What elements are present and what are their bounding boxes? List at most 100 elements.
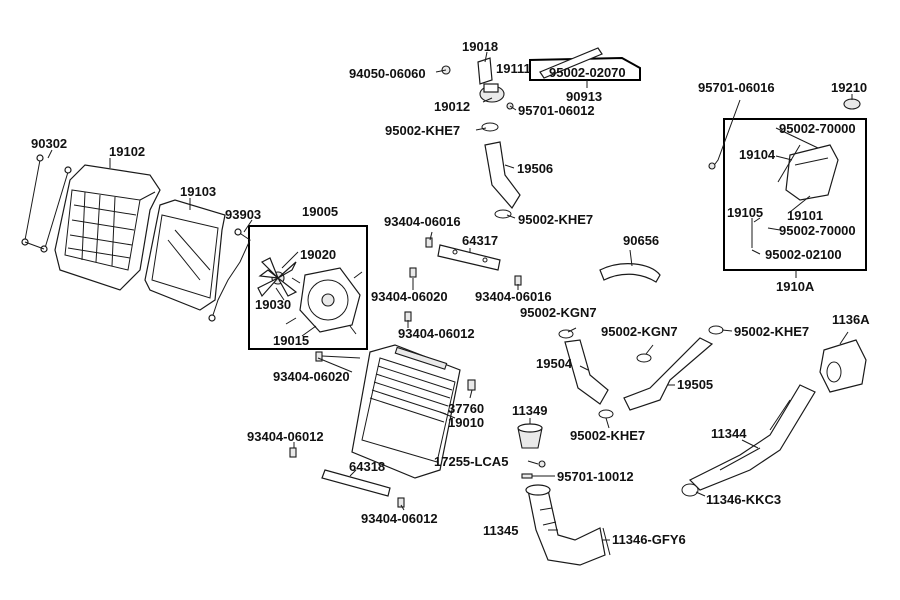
- label-11345: 11345: [483, 523, 519, 538]
- label-19020: 19020: [300, 247, 337, 262]
- label-95002-khe7-mid: 95002-KHE7: [518, 212, 594, 227]
- cap-11349: [517, 423, 543, 449]
- label-19012: 19012: [434, 99, 471, 114]
- label-19010: 19010: [448, 415, 485, 430]
- clip-95701-06016: [708, 99, 741, 170]
- label-19210: 19210: [831, 80, 868, 95]
- label-19504: 19504: [536, 356, 573, 371]
- clip-90302: [21, 154, 72, 253]
- bolt-93404-06020-a: [409, 267, 417, 278]
- label-93404-06020-a: 93404-06020: [371, 289, 448, 304]
- label-19104: 19104: [739, 147, 776, 162]
- intake-tube-11345: [525, 484, 606, 566]
- bolt-93404-06012-a: [404, 311, 412, 322]
- strap-90656: [599, 263, 661, 283]
- label-95002-khe7-top: 95002-KHE7: [385, 123, 461, 138]
- clamp-95002-khe7-low: [598, 409, 614, 419]
- bolt-93404-06016-b: [514, 275, 522, 286]
- clamp-95002-khe7-top: [481, 122, 499, 132]
- clip-17255-lca5: [538, 460, 546, 468]
- label-93404-06020-b: 93404-06020: [273, 369, 350, 384]
- label-19015: 19015: [273, 333, 310, 348]
- label-19102: 19102: [109, 144, 146, 159]
- thermo-switch-37760: [467, 379, 476, 391]
- bolt-93404-06016-a: [425, 237, 433, 248]
- clamp-11346-gfy6: [602, 527, 611, 556]
- label-19005: 19005: [302, 204, 339, 219]
- label-19103: 19103: [180, 184, 217, 199]
- label-95002-kgn7-b: 95002-KGN7: [601, 324, 678, 339]
- radiator-19010: [351, 344, 461, 479]
- bolt-93404-06012-b: [289, 447, 297, 458]
- radiator-grille-19102: [54, 164, 161, 291]
- label-93404-06012-c: 93404-06012: [361, 511, 438, 526]
- clip-95701-10012: [521, 473, 533, 479]
- bracket-64318: [321, 469, 391, 497]
- label-94050-06060: 94050-06060: [349, 66, 426, 81]
- label-90656: 90656: [623, 233, 660, 248]
- leader-lines: [47, 51, 853, 541]
- hose-19505: [623, 337, 714, 411]
- label-19101: 19101: [787, 208, 824, 223]
- cap-19210: [843, 98, 861, 110]
- label-95002-02100: 95002-02100: [765, 247, 842, 262]
- label-95002-70000-b: 95002-70000: [779, 223, 856, 238]
- label-95002-khe7-low: 95002-KHE7: [570, 428, 646, 443]
- label-11344: 11344: [711, 426, 747, 441]
- hose-19104: [777, 144, 801, 183]
- label-93404-06012-a: 93404-06012: [398, 326, 475, 341]
- group-box-90913: [529, 56, 641, 81]
- label-11349: 11349: [512, 403, 548, 418]
- group-box-1910A: [723, 118, 867, 271]
- label-1136A: 1136A: [832, 312, 870, 327]
- label-95701-06016: 95701-06016: [698, 80, 775, 95]
- reservoir-19101: [785, 144, 839, 201]
- bolt-93404-06020-b: [315, 351, 361, 362]
- group-box-19005: [248, 225, 368, 350]
- hose-19504: [564, 339, 609, 405]
- label-95002-02070: 95002-02070: [549, 65, 626, 80]
- clamp-95002-kgn7-a: [558, 329, 574, 339]
- label-11346-gfy6: 11346-GFY6: [612, 532, 686, 547]
- label-93404-06016-a: 93404-06016: [384, 214, 461, 229]
- label-17255-lca5: 17255-LCA5: [434, 454, 509, 469]
- fan-19020: [257, 257, 298, 298]
- hose-19506: [484, 141, 521, 210]
- bracket-64317: [437, 244, 501, 271]
- label-64317: 64317: [462, 233, 499, 248]
- label-95701-10012: 95701-10012: [557, 469, 634, 484]
- hose-95002-02070: [539, 47, 603, 79]
- clamp-11346-kkc3: [681, 483, 699, 497]
- label-1910A: 1910A: [776, 279, 815, 294]
- label-64318: 64318: [349, 459, 386, 474]
- clamp-95002-kgn7-b: [636, 353, 652, 363]
- label-19111: 19111: [496, 61, 531, 76]
- intake-tube-11344: [688, 384, 816, 491]
- thermostat-housing-19012: [479, 83, 505, 103]
- label-90913: 90913: [566, 89, 603, 104]
- label-19506: 19506: [517, 161, 554, 176]
- duct-1136A: [819, 339, 867, 393]
- wire-93903: [208, 228, 251, 322]
- label-19018: 19018: [462, 39, 499, 54]
- label-93903: 93903: [225, 207, 262, 222]
- label-95002-kgn7-a: 95002-KGN7: [520, 305, 597, 320]
- label-95701-06012: 95701-06012: [518, 103, 595, 118]
- label-19030: 19030: [255, 297, 292, 312]
- fan-shroud-19015: [285, 267, 363, 335]
- label-19105: 19105: [727, 205, 764, 220]
- label-37760: 37760: [448, 401, 485, 416]
- bolt-93404-06012-c: [397, 497, 405, 508]
- clamp-95002-khe7-mid: [494, 209, 512, 219]
- label-93404-06012-b: 93404-06012: [247, 429, 324, 444]
- label-93404-06016-b: 93404-06016: [475, 289, 552, 304]
- label-19505: 19505: [677, 377, 714, 392]
- label-95002-khe7-right: 95002-KHE7: [734, 324, 810, 339]
- label-90302: 90302: [31, 136, 68, 151]
- clamp-95002-khe7-right: [708, 325, 724, 335]
- label-11346-kkc3: 11346-KKC3: [706, 492, 782, 507]
- radiator-screen-19103: [144, 199, 226, 311]
- label-95002-70000-a: 95002-70000: [779, 121, 856, 136]
